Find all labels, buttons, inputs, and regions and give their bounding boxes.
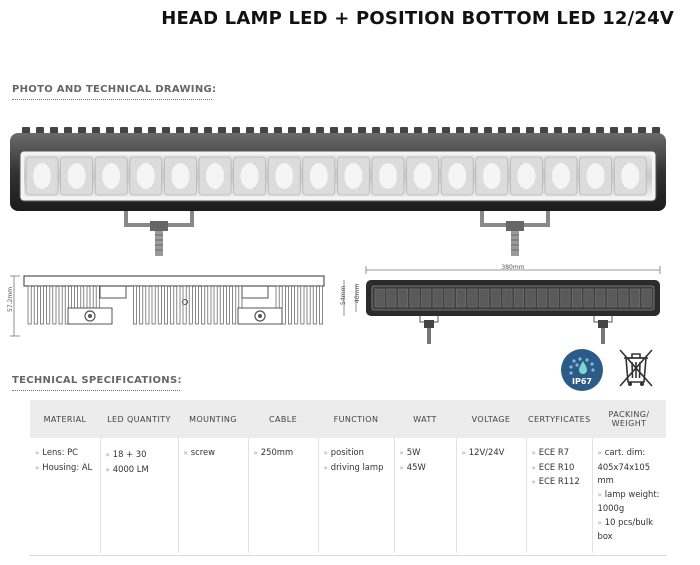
list-item: 45W xyxy=(400,461,452,476)
packing-cell: cart. dim: 405x74x105 mm lamp weight: 10… xyxy=(591,438,666,553)
list-item: Housing: AL xyxy=(35,461,96,476)
front-height-dimension: 54mm xyxy=(340,286,347,305)
list-item: screw xyxy=(184,446,244,461)
list-item: 250mm xyxy=(254,446,314,461)
column-header: MATERIAL xyxy=(30,400,100,438)
front-inner-dimension: 40mm xyxy=(354,284,361,303)
list-item: 5W xyxy=(400,446,452,461)
function-cell: position driving lamp xyxy=(317,438,394,553)
column-header: VOLTAGE xyxy=(456,400,526,438)
list-item: position xyxy=(324,446,390,461)
side-height-dimension: 57.2mm xyxy=(7,287,14,312)
side-technical-drawing: 57.2mm xyxy=(7,275,325,337)
column-header: WATT xyxy=(394,400,456,438)
list-item: driving lamp xyxy=(324,461,390,476)
lamp-photo xyxy=(10,127,666,256)
column-header: CABLE xyxy=(248,400,318,438)
watt-cell: 5W 45W xyxy=(393,438,456,553)
ip-rating-label: IP67 xyxy=(572,377,592,386)
certificates-cell: ECE R7 ECE R10 ECE R112 xyxy=(525,438,592,553)
ip67-badge: IP67 xyxy=(560,348,604,392)
front-technical-drawing: 380mm 54mm 40mm xyxy=(340,264,661,344)
mounting-cell: screw xyxy=(177,438,248,553)
led-quantity-cell: 18 + 30 4000 LM xyxy=(99,438,178,553)
crossed-out-bin-icon xyxy=(616,346,656,390)
section-divider xyxy=(12,99,212,100)
list-item: ECE R7 xyxy=(532,446,588,461)
table-bottom-border xyxy=(30,555,666,556)
column-header: LED QUANTITY xyxy=(100,400,178,438)
material-cell: Lens: PC Housing: AL xyxy=(30,438,100,553)
column-header: PACKING/ WEIGHT xyxy=(592,400,666,438)
voltage-cell: 12V/24V xyxy=(455,438,526,553)
column-header: MOUNTING xyxy=(178,400,248,438)
list-item: 4000 LM xyxy=(106,463,174,478)
section-heading-spec: TECHNICAL SPECIFICATIONS: xyxy=(12,375,182,386)
front-width-dimension: 380mm xyxy=(501,264,524,271)
cable-cell: 250mm xyxy=(247,438,318,553)
section-divider xyxy=(12,390,180,391)
list-item: ECE R112 xyxy=(532,475,588,490)
list-item: cart. dim: 405x74x105 mm xyxy=(598,446,663,488)
list-item: 10 pcs/bulk box xyxy=(598,516,663,544)
list-item: 12V/24V xyxy=(462,446,522,461)
table-row: Lens: PC Housing: AL 18 + 30 4000 LM scr… xyxy=(30,438,666,553)
column-header: CERTYFICATES xyxy=(526,400,592,438)
section-heading-photo: PHOTO AND TECHNICAL DRAWING: xyxy=(12,84,217,95)
specifications-table: MATERIAL LED QUANTITY MOUNTING CABLE FUN… xyxy=(30,400,666,553)
list-item: Lens: PC xyxy=(35,446,96,461)
list-item: 18 + 30 xyxy=(106,448,174,463)
list-item: lamp weight: 1000g xyxy=(598,488,663,516)
page-title: HEAD LAMP LED + POSITION BOTTOM LED 12/2… xyxy=(161,8,674,29)
column-header: FUNCTION xyxy=(318,400,394,438)
table-header-row: MATERIAL LED QUANTITY MOUNTING CABLE FUN… xyxy=(30,400,666,438)
list-item: ECE R10 xyxy=(532,461,588,476)
